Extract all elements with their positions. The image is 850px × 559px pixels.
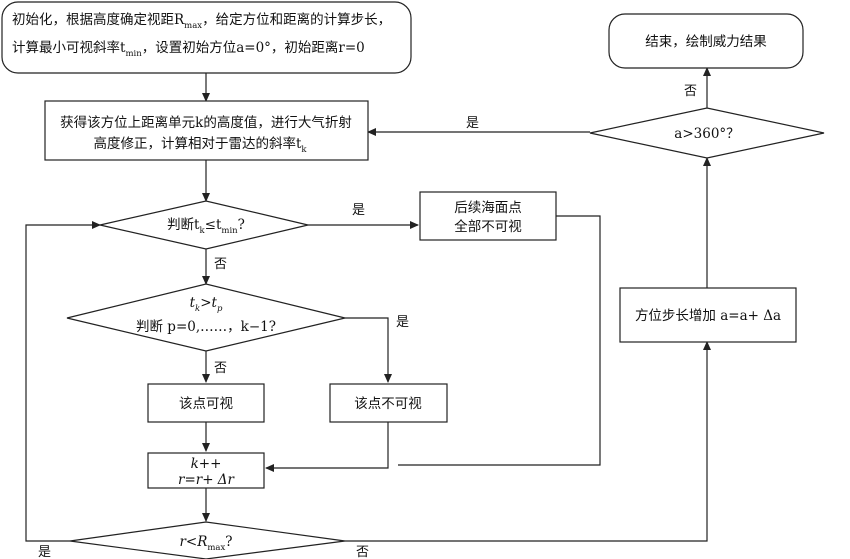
svg-text:r<Rmax?: r<Rmax? <box>179 534 232 553</box>
judge-tp-t: t <box>190 295 196 311</box>
label-no-r-check: 否 <box>356 545 369 559</box>
judge-tp-node: tk>tp 判断 p=0,……，k−1? <box>66 283 346 352</box>
r-check-sub: max <box>207 543 225 553</box>
label-yes-judge-tk: 是 <box>352 203 365 218</box>
judge-tp-sub2: p <box>217 304 223 314</box>
rest-sea-node: 后续海面点 全部不可视 <box>419 191 557 241</box>
angle-check-text: a>360°？ <box>674 126 739 142</box>
svg-text:初始化，根据高度确定视距Rmax，给定方位和距离的计算步长，: 初始化，根据高度确定视距Rmax，给定方位和距离的计算步长， <box>12 11 391 31</box>
label-yes-judge-tp: 是 <box>396 315 409 330</box>
azimuth-step-node: 方位步长增加 a=a+ Δa <box>619 287 797 343</box>
init-line2-tail: ，设置初始方位a=0°，初始距离r=0 <box>142 39 365 56</box>
angle-check-node: a>360°？ <box>589 107 825 159</box>
svg-text:计算最小可视斜率tmin，设置初始方位a=0°，初始距离r=: 计算最小可视斜率tmin，设置初始方位a=0°，初始距离r=0 <box>12 39 365 59</box>
judge-tp-sub1: k <box>195 304 200 314</box>
init-node: 初始化，根据高度确定视距Rmax，给定方位和距离的计算步长， 计算最小可视斜率t… <box>1 1 412 74</box>
end-node: 结束，绘制威力结果 <box>608 13 804 69</box>
visible-text: 该点可视 <box>179 396 233 412</box>
judge-tk-mid: ≤t <box>205 217 222 233</box>
increment-node: k++ r=r+ Δr <box>147 452 265 489</box>
increment-line1: k++ <box>191 456 222 472</box>
rest-sea-line1: 后续海面点 <box>454 200 522 216</box>
increment-line2: r=r+ Δr <box>178 472 236 488</box>
init-line1: 初始化，根据高度确定视距R <box>12 11 185 28</box>
svg-text:tk>tp: tk>tp <box>190 295 223 314</box>
svg-text:高度修正，计算相对于雷达的斜率tk: 高度修正，计算相对于雷达的斜率tk <box>93 135 307 155</box>
r-check-node: r<Rmax? <box>69 521 346 559</box>
judge-tk-sub2: min <box>221 226 238 236</box>
judge-tp-gt: >t <box>200 295 217 311</box>
get-height-line2: 高度修正，计算相对于雷达的斜率t <box>93 135 301 152</box>
label-no-top: 否 <box>684 84 697 99</box>
judge-tp-line2: 判断 p=0,……，k−1? <box>136 319 276 335</box>
invisible-text: 该点不可视 <box>354 396 422 412</box>
visible-node: 该点可视 <box>147 383 265 423</box>
label-yes-r-check: 是 <box>38 545 51 559</box>
judge-tk-prefix: 判断t <box>167 217 200 233</box>
rest-sea-line2: 全部不可视 <box>454 218 522 235</box>
init-line1-sub: max <box>184 21 202 31</box>
edge-labels: 是 否 是 否 是 否 是 否 <box>38 84 697 559</box>
judge-tk-node: 判断tk≤tmin? <box>99 200 309 250</box>
label-yes-top: 是 <box>466 116 479 131</box>
init-line2: 计算最小可视斜率t <box>12 39 126 56</box>
label-no-judge-tp: 否 <box>214 361 227 376</box>
judge-tk-suffix: ? <box>238 217 245 233</box>
judge-tk-sub1: k <box>200 226 206 236</box>
end-text: 结束，绘制威力结果 <box>645 34 767 50</box>
init-line1-tail: ，给定方位和距离的计算步长， <box>202 11 391 28</box>
get-height-node: 获得该方位上距离单元k的高度值，进行大气折射 高度修正，计算相对于雷达的斜率tk <box>44 100 369 161</box>
init-line2-sub: min <box>125 49 142 59</box>
connectors <box>25 67 711 542</box>
azimuth-step-text: 方位步长增加 a=a+ Δa <box>635 308 781 324</box>
svg-text:判断tk≤tmin?: 判断tk≤tmin? <box>167 217 245 236</box>
invisible-node: 该点不可视 <box>329 383 448 423</box>
get-height-line2-sub: k <box>301 145 307 155</box>
r-check-prefix: r<R <box>179 534 207 550</box>
get-height-line1: 获得该方位上距离单元k的高度值，进行大气折射 <box>60 114 352 131</box>
r-check-suffix: ? <box>225 534 232 550</box>
label-no-judge-tk: 否 <box>214 257 227 272</box>
